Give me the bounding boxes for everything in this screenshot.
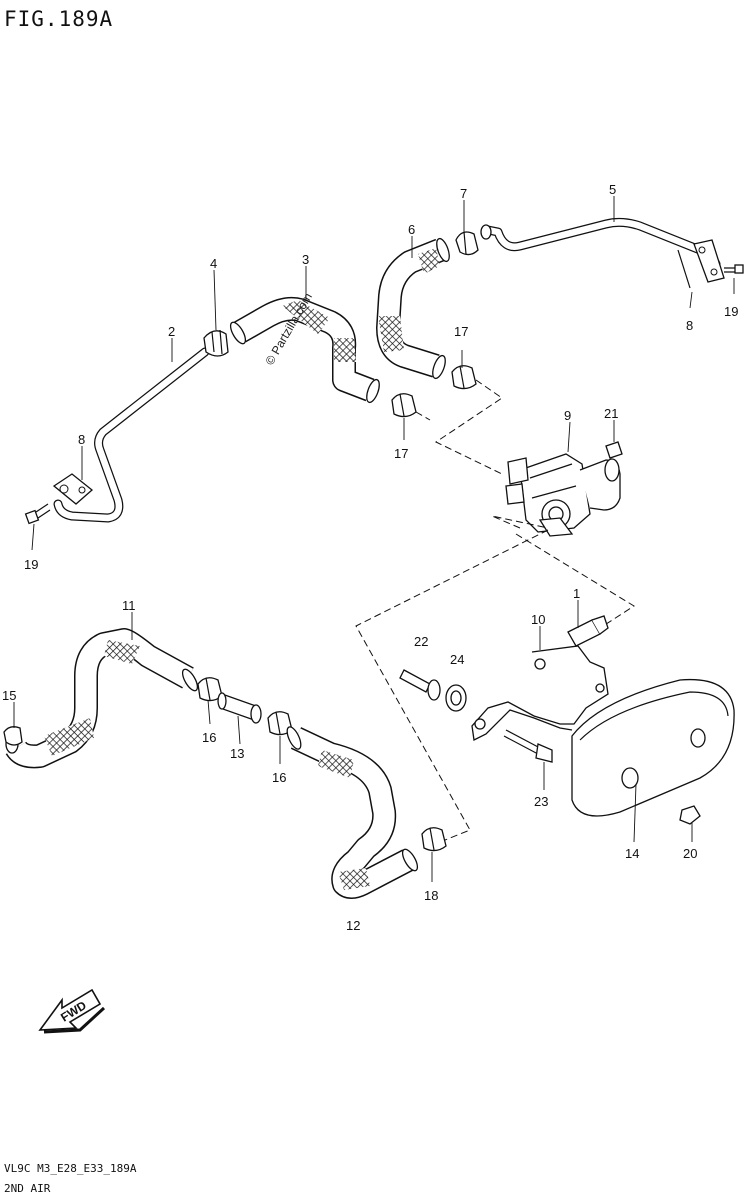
callout-23: 23	[534, 794, 548, 809]
callout-8-right: 8	[686, 318, 693, 333]
callout-19-left: 19	[24, 557, 38, 572]
hose-11[interactable]	[5, 628, 200, 769]
callout-8-left: 8	[78, 432, 85, 447]
fwd-arrow-icon: FWD	[38, 988, 106, 1034]
clamp-16-left[interactable]	[197, 677, 223, 702]
callout-12: 12	[346, 918, 360, 933]
cover-14[interactable]	[571, 678, 735, 817]
callout-20: 20	[683, 846, 697, 861]
callout-7: 7	[460, 186, 467, 201]
callout-4: 4	[210, 256, 217, 271]
callout-22: 22	[414, 634, 428, 649]
bolt-23[interactable]	[503, 729, 553, 763]
callout-5: 5	[609, 182, 616, 197]
callout-16-left: 16	[202, 730, 216, 745]
clamp-17-lower[interactable]	[391, 393, 417, 418]
hose-3[interactable]	[228, 296, 382, 404]
clamp-18[interactable]	[421, 827, 447, 852]
callout-16-right: 16	[272, 770, 286, 785]
hose-6[interactable]	[376, 237, 452, 380]
callout-1: 1	[573, 586, 580, 601]
clamp-17-upper[interactable]	[451, 365, 477, 390]
callout-9: 9	[564, 408, 571, 423]
callout-11: 11	[122, 598, 136, 613]
washer-21[interactable]	[605, 441, 623, 459]
callout-2: 2	[168, 324, 175, 339]
valve-9[interactable]	[505, 453, 621, 537]
hose-12[interactable]	[284, 725, 420, 899]
callout-numbers: 2 3 4 5 6 7 8 8 9 21 19 19 17 17 11 1 10…	[2, 182, 738, 933]
clamp-4[interactable]	[203, 329, 229, 357]
callout-21: 21	[604, 406, 618, 421]
callout-17-upper: 17	[454, 324, 468, 339]
clamp-16-right[interactable]	[267, 711, 293, 736]
nut-20[interactable]	[679, 805, 701, 825]
bolt-19-left[interactable]	[24, 503, 51, 525]
footer-caption: 2ND AIR	[4, 1182, 51, 1195]
callout-17-lower: 17	[394, 446, 408, 461]
callout-15: 15	[2, 688, 16, 703]
grommet-24[interactable]	[445, 684, 467, 712]
callout-10: 10	[531, 612, 545, 627]
footer-code: VL9C M3_E28_E33_189A	[4, 1162, 137, 1175]
sensor-1[interactable]	[567, 615, 609, 647]
bracket-8-left[interactable]	[52, 473, 94, 505]
clamp-15[interactable]	[3, 726, 23, 746]
callout-19-right: 19	[724, 304, 738, 319]
pipe-2[interactable]	[53, 347, 210, 523]
bolt-19-right[interactable]	[724, 264, 744, 274]
clamp-7[interactable]	[455, 231, 479, 256]
bracket-10[interactable]	[471, 645, 609, 741]
joint-13[interactable]	[217, 692, 262, 724]
callout-18: 18	[424, 888, 438, 903]
figure-title: FIG.189A	[4, 7, 113, 31]
dashed-connections	[355, 379, 635, 843]
callout-14: 14	[625, 846, 639, 861]
callout-6: 6	[408, 222, 415, 237]
callout-24: 24	[450, 652, 464, 667]
callout-13: 13	[230, 746, 244, 761]
leader-lines	[13, 196, 735, 882]
bracket-8-right[interactable]	[677, 239, 725, 289]
bolt-22[interactable]	[399, 669, 441, 701]
callout-3: 3	[302, 252, 309, 267]
